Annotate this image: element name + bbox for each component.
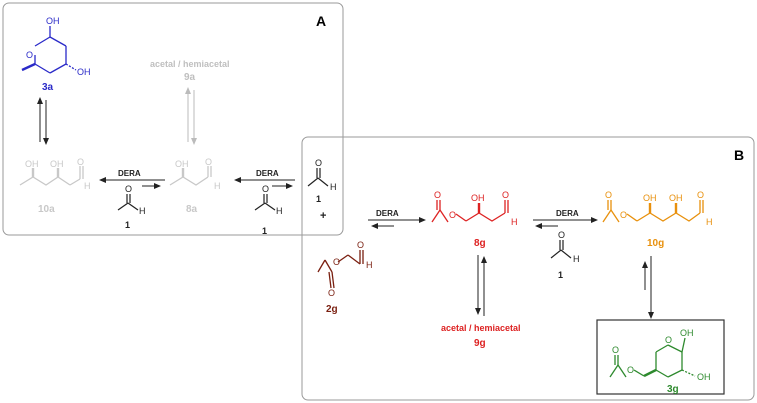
compound-10a-structure	[19, 166, 84, 186]
atom-o: O	[627, 365, 634, 375]
acetaldehyde-structure	[307, 168, 329, 187]
compound-8g-structure	[431, 200, 509, 223]
panel-a-frame	[2, 2, 344, 236]
atom-h: H	[276, 206, 283, 216]
compound-10a-label: 10a	[38, 204, 55, 215]
compound-9a-name: acetal / hemiacetal	[150, 59, 230, 69]
panel-a-label: A	[316, 13, 326, 29]
atom-o: O	[665, 335, 672, 345]
compound-8g-label: 8g	[474, 238, 486, 249]
atom-h: H	[573, 254, 580, 264]
compound-9a-label: 9a	[184, 72, 196, 83]
atom-oh: OH	[46, 16, 60, 26]
plus-sign: +	[320, 210, 326, 222]
atom-oh: OH	[643, 193, 657, 203]
compound-9g-name: acetal / hemiacetal	[441, 323, 521, 333]
compound-8a-structure	[169, 166, 212, 186]
compound-3g-label: 3g	[667, 384, 679, 395]
compound-1-label: 1	[316, 194, 321, 204]
acetaldehyde-structure	[254, 194, 276, 211]
atom-o: O	[205, 157, 212, 167]
atom-h: H	[330, 182, 337, 192]
dera-label: DERA	[256, 169, 279, 178]
dera-label: DERA	[376, 209, 399, 218]
atom-o: O	[502, 190, 509, 200]
atom-o: O	[26, 50, 33, 60]
atom-h: H	[214, 181, 221, 191]
acetaldehyde-structure	[117, 194, 139, 211]
atom-oh: OH	[50, 159, 64, 169]
atom-o: O	[357, 240, 364, 250]
atom-o: O	[262, 184, 269, 194]
atom-oh: OH	[680, 328, 694, 338]
atom-oh: OH	[669, 193, 683, 203]
compound-1-label: 1	[125, 220, 130, 230]
atom-o: O	[434, 190, 441, 200]
atom-o: O	[328, 288, 335, 298]
atom-o: O	[605, 190, 612, 200]
atom-o: O	[315, 158, 322, 168]
atom-h: H	[366, 260, 373, 270]
compound-3a-label: 3a	[42, 82, 54, 93]
atom-o: O	[449, 210, 456, 220]
atom-o: O	[558, 230, 565, 240]
atom-oh: OH	[77, 67, 91, 77]
compound-2g-label: 2g	[326, 304, 338, 315]
dera-label: DERA	[118, 169, 141, 178]
atom-oh: OH	[471, 193, 485, 203]
compound-3a-structure	[21, 26, 77, 74]
atom-oh: OH	[697, 372, 711, 382]
panel-b-frame	[301, 136, 755, 401]
compound-2g-structure	[317, 250, 364, 289]
compound-1-label: 1	[558, 270, 563, 280]
dera-label: DERA	[556, 209, 579, 218]
compound-8a-label: 8a	[186, 204, 198, 215]
atom-o: O	[333, 257, 340, 267]
panel-b-label: B	[734, 147, 744, 163]
atom-o: O	[697, 190, 704, 200]
compound-1-label: 1	[262, 226, 267, 236]
atom-h: H	[84, 181, 91, 191]
compound-10g-structure	[602, 200, 704, 223]
atom-o: O	[620, 210, 627, 220]
atom-h: H	[511, 217, 518, 227]
compound-3g-structure	[609, 337, 696, 378]
atom-h: H	[706, 217, 713, 227]
compound-10g-label: 10g	[647, 238, 664, 249]
atom-h: H	[139, 206, 146, 216]
compound-9g-label: 9g	[474, 338, 486, 349]
acetaldehyde-structure	[550, 240, 572, 259]
atom-oh: OH	[25, 159, 39, 169]
atom-o: O	[125, 184, 132, 194]
atom-oh: OH	[175, 159, 189, 169]
atom-o: O	[612, 345, 619, 355]
atom-o: O	[77, 157, 84, 167]
compound-3g-box	[596, 319, 725, 395]
